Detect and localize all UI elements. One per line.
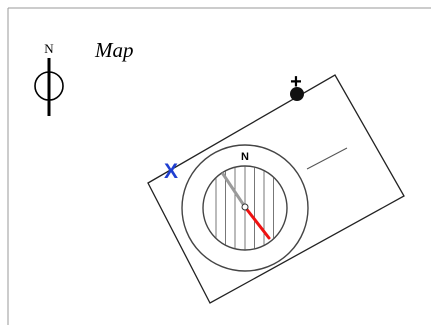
compass-needle-south (243, 205, 271, 240)
north-arrow-circle (34, 71, 64, 101)
north-letter: N (44, 41, 54, 56)
north-arrow-symbol: N (34, 41, 64, 116)
compass-needle-north (221, 172, 247, 209)
map-title: Map (94, 38, 134, 62)
compass-north-label: N (241, 151, 249, 163)
compass: N (181, 144, 309, 272)
x-marker-label: X (164, 160, 178, 183)
pin-plus-sign: + (290, 71, 302, 93)
map-pin: + (290, 71, 304, 101)
map-line-feature (306, 147, 348, 170)
pin-dot (290, 87, 304, 101)
compass-pivot (241, 203, 249, 211)
